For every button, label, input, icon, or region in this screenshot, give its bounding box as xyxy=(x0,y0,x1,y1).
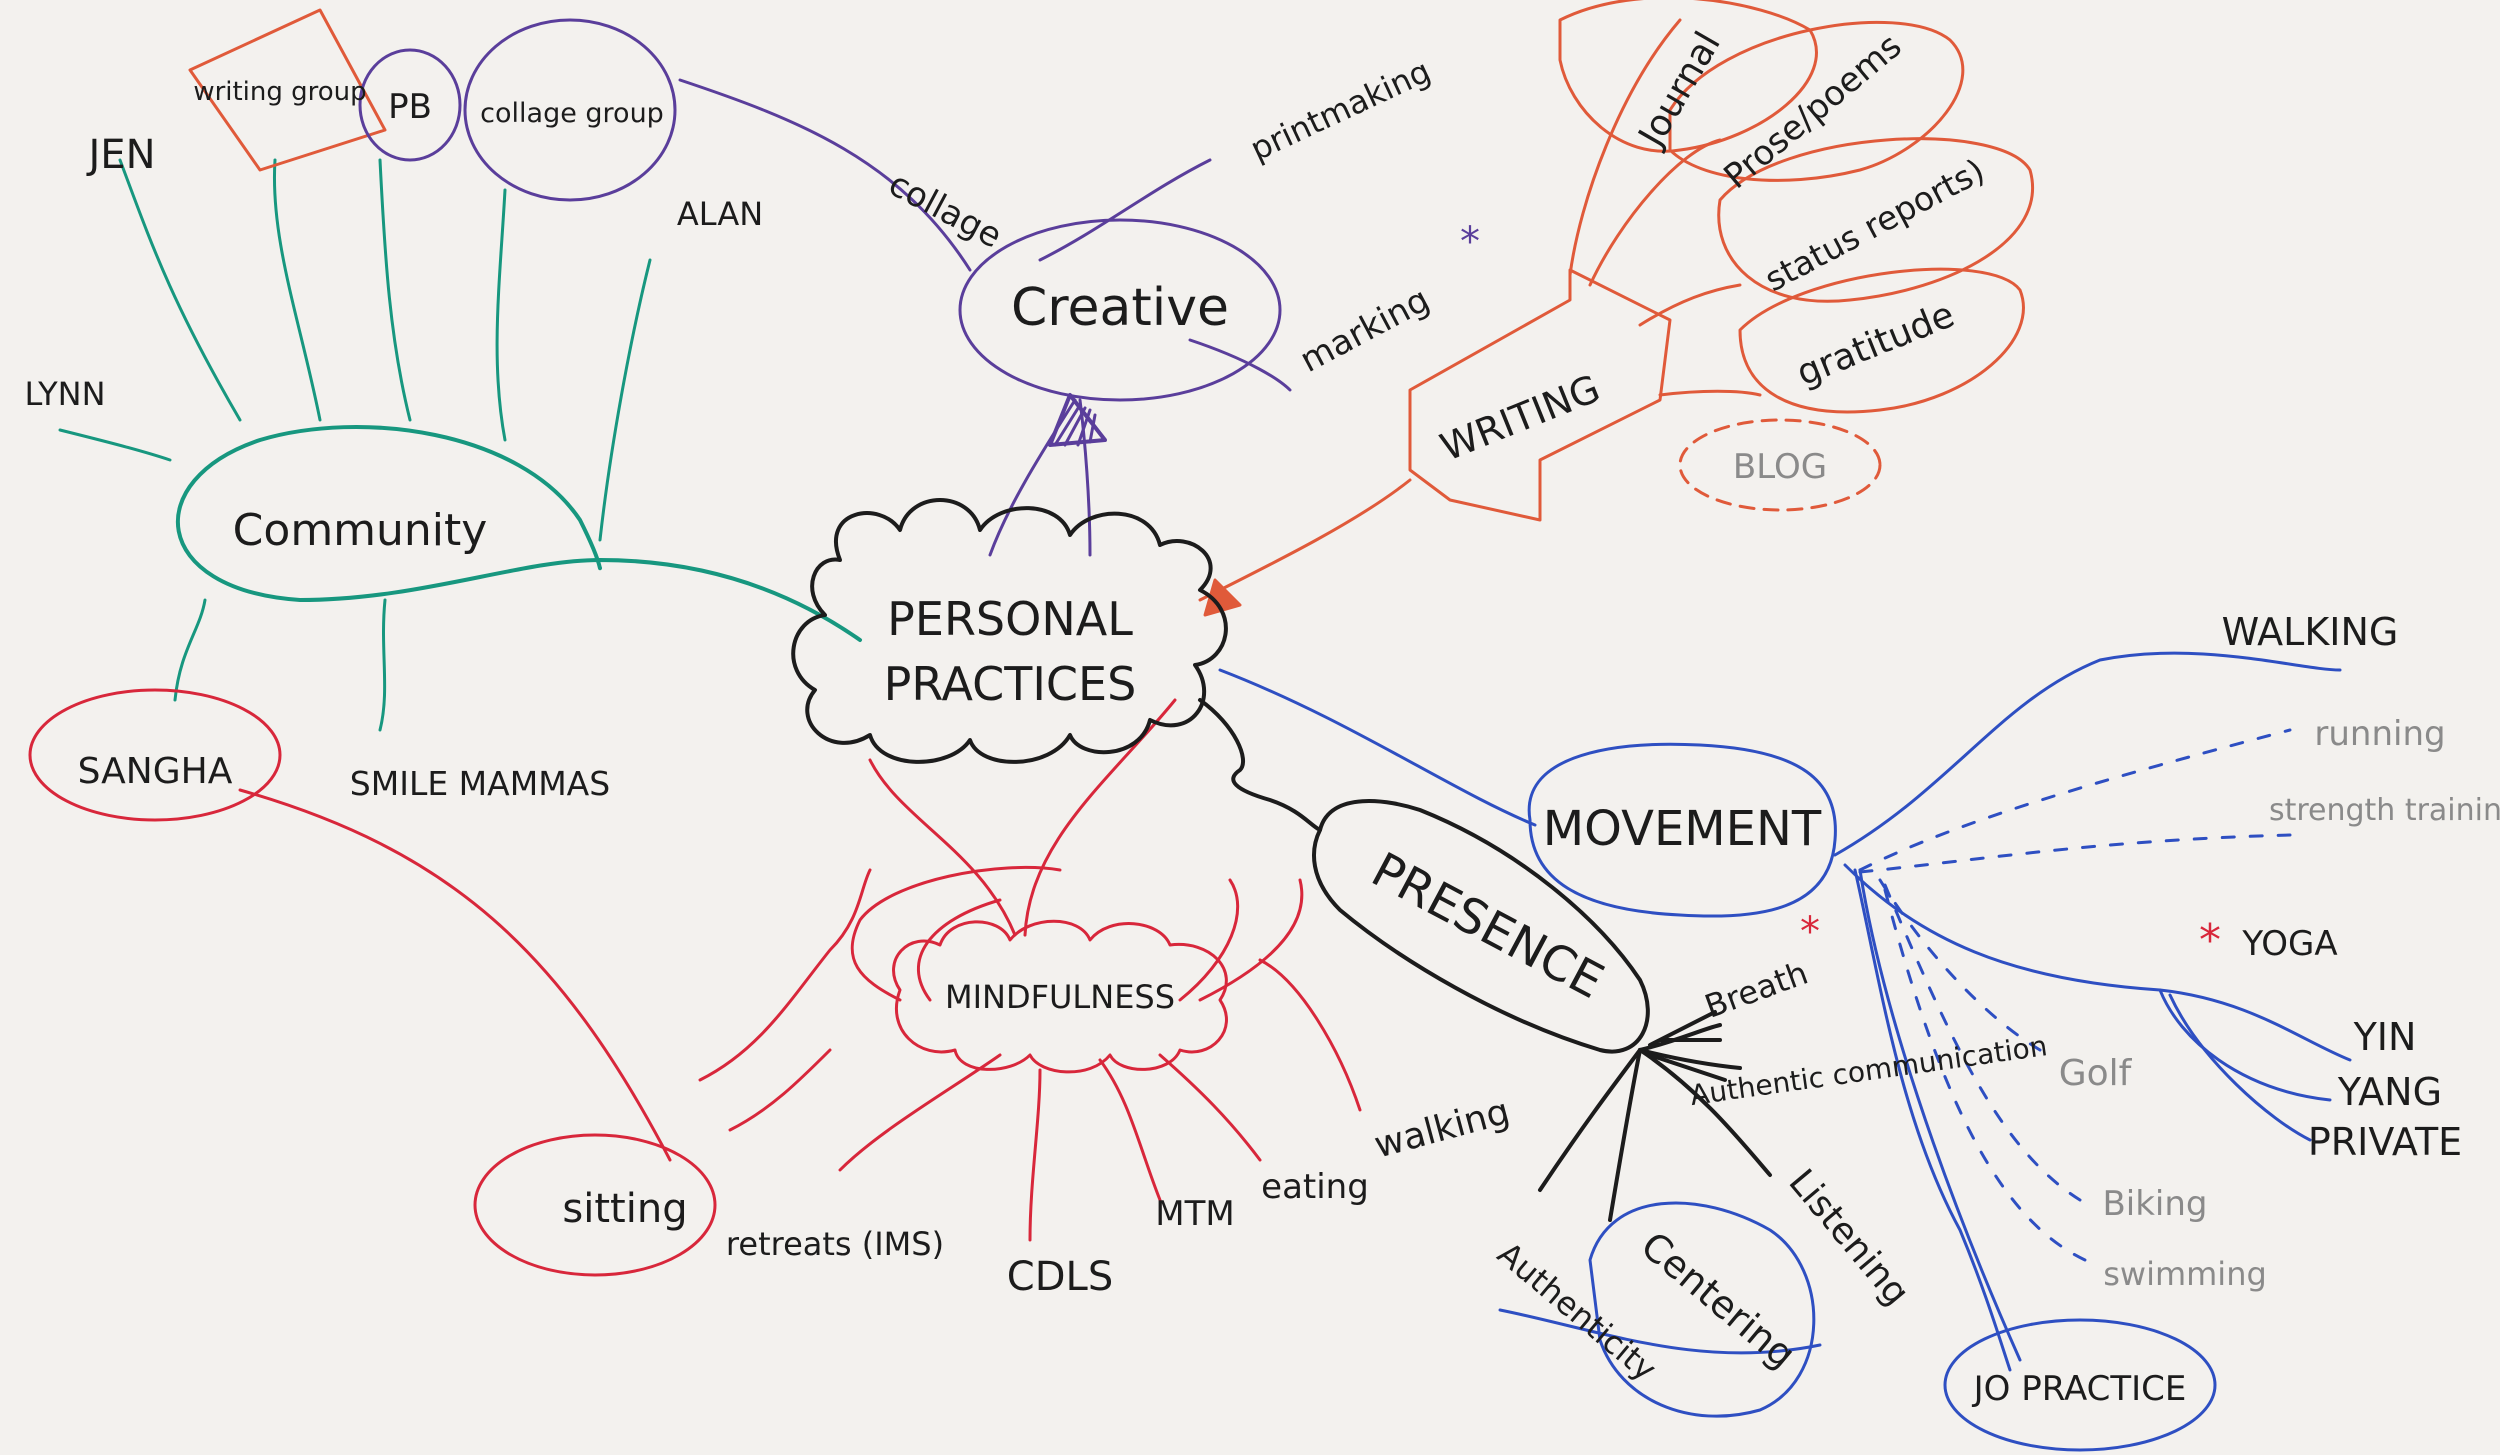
writing-group-label: writing group xyxy=(193,77,366,107)
blog-node xyxy=(1678,418,1882,512)
creative-node xyxy=(958,218,1282,402)
movement-node xyxy=(1527,742,1837,918)
journal-node xyxy=(1558,0,1818,153)
retreats-label: retreats (IMS) xyxy=(726,1225,944,1263)
yoga-star: * xyxy=(2199,915,2221,966)
jen-label: JEN xyxy=(86,132,156,178)
yang-label: YANG xyxy=(2337,1070,2442,1114)
walking-label: WALKING xyxy=(2222,610,2399,654)
smile-mammas-label: SMILE MAMMAS xyxy=(350,764,610,803)
movement-dotted-branches xyxy=(1858,728,2292,1262)
collage-group-node xyxy=(463,18,677,202)
movement-label: MOVEMENT xyxy=(1543,801,1822,857)
yoga-label: YOGA xyxy=(2241,924,2337,964)
sangha-label: SANGHA xyxy=(78,751,233,792)
gratitude-node xyxy=(1738,267,2025,414)
mindfulness-label: MINDFULNESS xyxy=(945,978,1175,1016)
sangha-node xyxy=(28,688,282,822)
centering-node xyxy=(1588,1201,1816,1418)
lynn-label: LYNN xyxy=(25,375,106,413)
mtm-label: MTM xyxy=(1155,1194,1234,1234)
creative-star: * xyxy=(1460,219,1480,265)
creative-branches xyxy=(678,78,1292,557)
running-label: running xyxy=(2314,714,2445,754)
status-reports-node xyxy=(1717,137,2034,303)
cdls-label: CDLS xyxy=(1007,1254,1113,1300)
alan-label: ALAN xyxy=(677,195,763,233)
yin-label: YIN xyxy=(2353,1015,2417,1059)
community-branches xyxy=(58,158,862,732)
swimming-label: swimming xyxy=(2103,1255,2267,1293)
writing-group-node xyxy=(188,8,387,172)
community-label: Community xyxy=(233,505,488,556)
center-label-line1: PERSONAL xyxy=(887,592,1133,646)
sitting-node xyxy=(473,1133,717,1277)
sitting-label: sitting xyxy=(562,1186,687,1232)
presence-branches xyxy=(1198,698,1772,1222)
writing-node xyxy=(1408,268,1672,522)
presence-node xyxy=(1312,799,1650,1054)
pb-node xyxy=(358,48,462,162)
movement-branches xyxy=(1218,651,2352,1372)
jo-practice-label: JO PRACTICE xyxy=(1972,1369,2187,1409)
pb-label: PB xyxy=(388,87,432,127)
collage-group-label: collage group xyxy=(480,98,664,129)
eating-label: eating xyxy=(1261,1167,1369,1207)
mindfulness-node xyxy=(892,919,1228,1074)
jo-practice-node xyxy=(1943,1318,2217,1452)
center-label-line2: PRACTICES xyxy=(884,657,1137,711)
golf-label: Golf xyxy=(2059,1053,2133,1094)
presence-star: * xyxy=(1800,909,1820,955)
blog-label: BLOG xyxy=(1733,447,1827,487)
private-label: PRIVATE xyxy=(2308,1120,2462,1164)
creative-label: Creative xyxy=(1011,278,1229,338)
center-cloud xyxy=(791,498,1228,764)
strength-training-label: strength training xyxy=(2269,793,2500,828)
biking-label: Biking xyxy=(2102,1184,2207,1224)
